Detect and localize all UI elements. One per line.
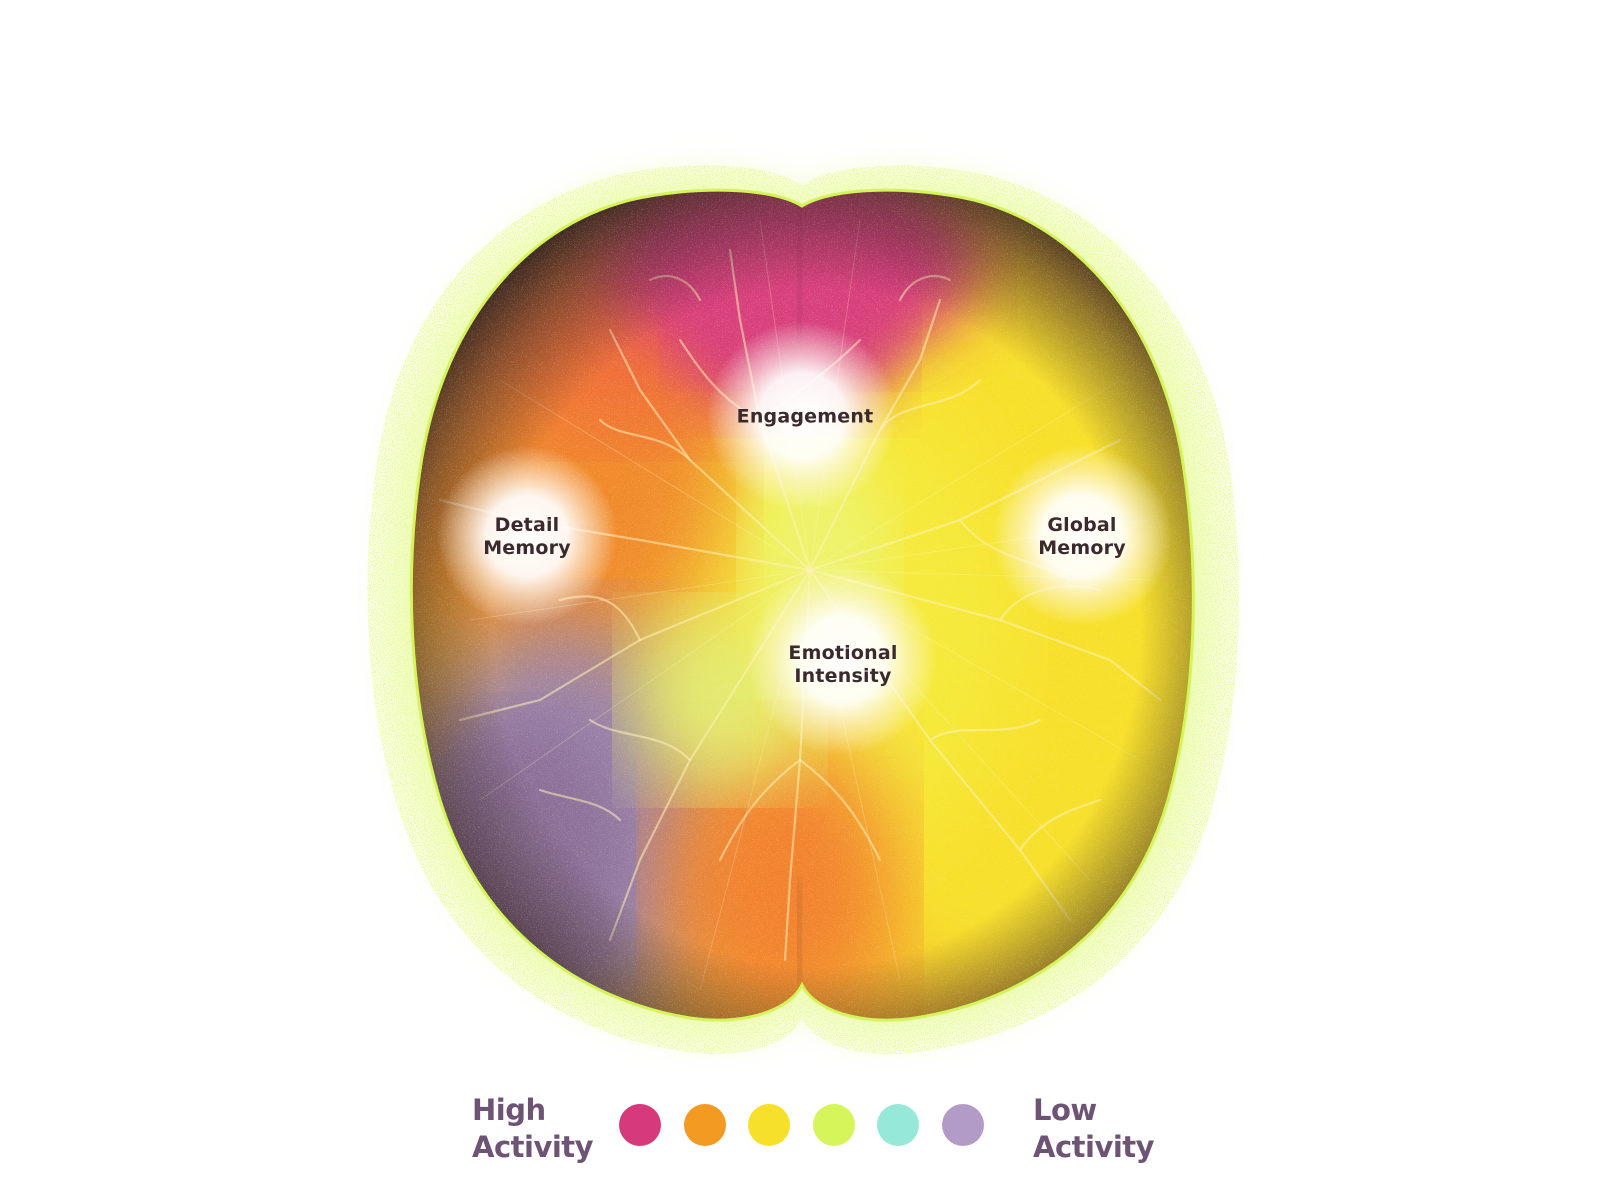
global-memory-glow [992, 446, 1172, 626]
detail-memory-label: Detail Memory [483, 514, 571, 559]
engagement-glow [707, 321, 897, 511]
region-glows [437, 321, 1172, 755]
global-memory-label: Global Memory [1038, 514, 1126, 559]
detail-memory-glow [437, 446, 617, 626]
emotional-intensity-label: Emotional Intensity [788, 642, 898, 687]
brain-outline [409, 188, 1195, 1022]
emotional-intensity-glow [747, 565, 937, 755]
engagement-label: Engagement [736, 405, 874, 428]
